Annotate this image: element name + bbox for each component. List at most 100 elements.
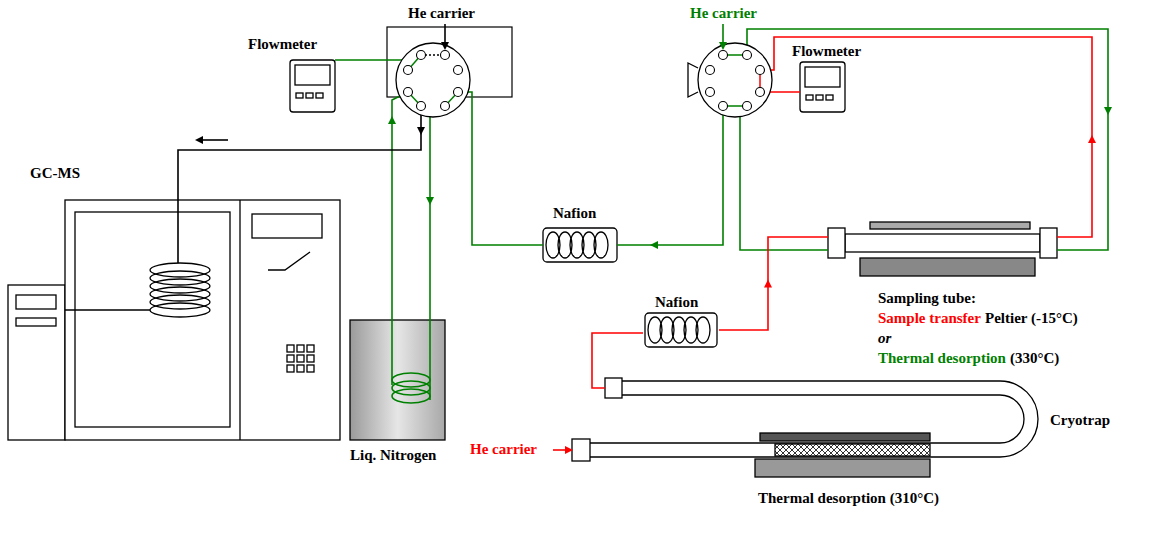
arrow-head xyxy=(1088,135,1096,143)
gc-body xyxy=(65,200,340,440)
valve2-tubing xyxy=(553,24,1108,450)
valve-port xyxy=(404,88,413,97)
nafion-loop xyxy=(594,232,608,258)
tube-end-cap xyxy=(1040,228,1057,258)
gc-keypad xyxy=(287,345,314,372)
key xyxy=(297,345,304,352)
nafion-housing xyxy=(645,313,717,347)
tubing xyxy=(430,106,445,400)
key xyxy=(287,355,294,362)
flowmeter-left xyxy=(290,60,335,112)
flowmeter-button xyxy=(296,93,303,98)
peltier-bottom-plate xyxy=(860,258,1035,276)
valve-port xyxy=(719,51,728,60)
rotary-valve xyxy=(396,43,470,117)
trap-packing xyxy=(775,444,930,456)
valve-handle xyxy=(688,63,698,97)
heater-bottom-plate xyxy=(755,459,930,477)
valve-port xyxy=(743,51,752,60)
valve-port xyxy=(417,102,426,111)
coil-loop xyxy=(392,373,430,387)
sampling-tube: Sampling tube:Sample transferPeltier (-1… xyxy=(828,218,1112,374)
valve-port xyxy=(719,102,728,111)
flow-label: He carrier xyxy=(408,5,475,23)
connector-line xyxy=(592,333,643,388)
column-line xyxy=(178,106,421,263)
valve-port xyxy=(756,88,765,97)
node-text: Nafion xyxy=(655,294,698,312)
gc-ms-instrument xyxy=(8,200,340,440)
key xyxy=(287,345,294,352)
valve-port xyxy=(441,102,450,111)
coil-loop xyxy=(150,295,210,309)
arrow-head xyxy=(195,136,203,144)
flowmeter: Flowmeter xyxy=(246,34,338,114)
tubing xyxy=(740,106,828,250)
nafion-loop xyxy=(696,317,710,343)
valve-port xyxy=(743,102,752,111)
peltier-top-plate xyxy=(870,222,1030,229)
node-text: Flowmeter xyxy=(248,36,317,54)
ms-module xyxy=(8,285,65,440)
valve-port xyxy=(756,66,765,75)
node-text: Thermal desorption (310°C) xyxy=(758,490,939,508)
tubing-connector xyxy=(719,237,828,330)
arrow-head xyxy=(426,197,434,205)
cryo-coil xyxy=(392,373,430,403)
nafion-housing xyxy=(543,228,617,262)
coil-loop xyxy=(150,263,210,277)
valve-port xyxy=(441,51,450,60)
key xyxy=(307,355,314,362)
key xyxy=(297,365,304,372)
gc-switch xyxy=(268,252,310,270)
trap-end-cap xyxy=(605,378,622,398)
oven-door xyxy=(75,212,230,427)
flowmeter-button xyxy=(806,95,813,100)
node-text: Thermal desorption xyxy=(878,350,1006,368)
gc-display xyxy=(252,214,322,238)
tubing xyxy=(392,92,408,385)
transfer-line xyxy=(65,309,150,310)
node-text: (330°C) xyxy=(1010,350,1059,368)
sampling-tube xyxy=(828,222,1057,276)
arrow-head xyxy=(719,42,727,50)
coil-loop xyxy=(150,303,210,317)
flowmeter-button xyxy=(316,93,323,98)
flowmeter-right xyxy=(800,62,845,112)
gc-column-coil xyxy=(150,263,210,317)
arrow-head xyxy=(764,280,772,288)
instrument: GC-MS xyxy=(28,163,342,443)
coil-loop xyxy=(392,381,430,395)
valve-port xyxy=(706,66,715,75)
nafion-dryer xyxy=(543,228,617,262)
valve-port xyxy=(404,66,413,75)
node-text: or xyxy=(878,330,891,348)
flow-label: He carrier xyxy=(690,5,757,23)
tube-end-cap xyxy=(828,228,845,258)
flow-label: He carrier xyxy=(470,441,537,459)
coil-loop xyxy=(150,271,210,285)
tube-body xyxy=(845,234,1040,252)
valve2-ports xyxy=(706,51,765,111)
nafion-dryer xyxy=(645,313,717,347)
node-text: Liq. Nitrogen xyxy=(350,447,436,465)
flowmeter: Flowmeter xyxy=(790,41,870,115)
desorption-loop xyxy=(747,29,1108,250)
arrow-head xyxy=(650,241,658,249)
node-text: Sampling tube: xyxy=(878,290,976,308)
flowmeter-body xyxy=(290,60,335,112)
flow-arrowheads xyxy=(195,42,1112,454)
valve-port xyxy=(706,88,715,97)
panel-divider xyxy=(239,200,240,440)
node-text: Peltier (-15°C) xyxy=(985,310,1078,328)
valve-port xyxy=(417,51,426,60)
key xyxy=(297,355,304,362)
nafion-dryer: Nafion xyxy=(541,203,619,265)
key xyxy=(307,365,314,372)
flow-arrow xyxy=(202,139,228,141)
dewar: Liq. Nitrogen xyxy=(346,315,448,467)
trap-tube-inner xyxy=(590,395,1024,443)
flowmeter-screen xyxy=(295,65,330,85)
